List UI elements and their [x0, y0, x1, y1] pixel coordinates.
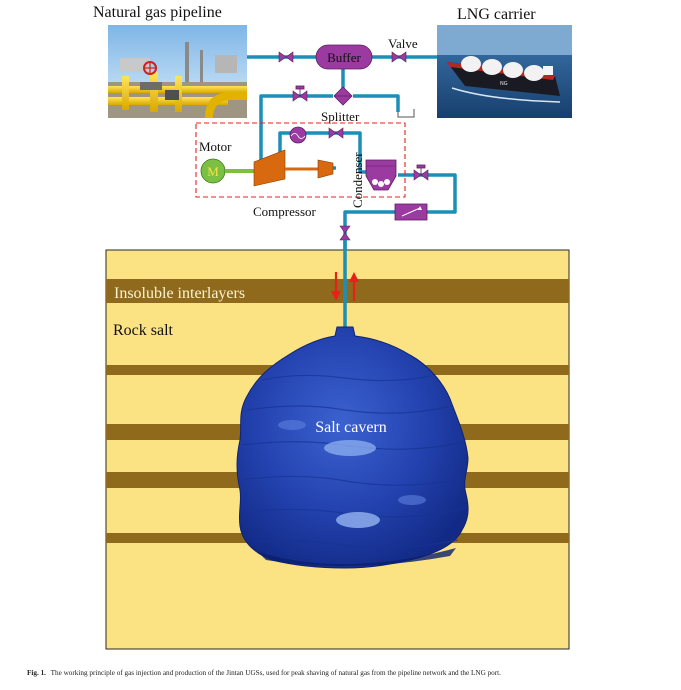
figure-caption: Fig. 1. The working principle of gas inj… [27, 669, 501, 677]
capped-outlet [397, 109, 415, 118]
valve-2 [391, 51, 400, 63]
motor-label: Motor [199, 139, 232, 154]
intercooler [289, 126, 307, 144]
motor-symbol: M [207, 164, 219, 179]
flow-arrows [331, 272, 359, 301]
interlayers-label: Insoluble interlayers [114, 285, 245, 302]
flow-regulator [394, 203, 428, 221]
caption-label: Fig. 1. [27, 669, 46, 677]
buffer-label: Buffer [327, 50, 361, 65]
salt-cavern: Salt cavern [236, 326, 469, 569]
ship-hull-mark: NG [500, 81, 508, 87]
valve-3 [292, 90, 301, 102]
valve-4 [328, 127, 337, 139]
lng-carrier-photo: NG [437, 25, 572, 118]
condenser: Condenser [350, 152, 397, 208]
compressor-station-box [195, 122, 406, 198]
rock-salt-label: Rock salt [113, 322, 174, 339]
motor: Motor M [199, 139, 254, 184]
valve-5 [413, 169, 422, 181]
compressor [253, 149, 334, 187]
lng-carrier-title: LNG carrier [457, 6, 536, 23]
compressor-label: Compressor [253, 204, 317, 219]
pipeline-title: Natural gas pipeline [93, 4, 222, 21]
pipeline-photo [108, 25, 247, 118]
splitter-label: Splitter [321, 109, 360, 124]
caption-text: The working principle of gas injection a… [51, 669, 502, 677]
valve-label: Valve [388, 36, 418, 51]
cavern-label: Salt cavern [315, 419, 387, 436]
valves [278, 51, 429, 241]
buffer-vessel: Buffer [315, 44, 373, 70]
condenser-label: Condenser [350, 152, 365, 208]
splitter: Splitter [321, 86, 360, 124]
valve-1 [278, 51, 287, 63]
valve-6 [339, 225, 351, 234]
